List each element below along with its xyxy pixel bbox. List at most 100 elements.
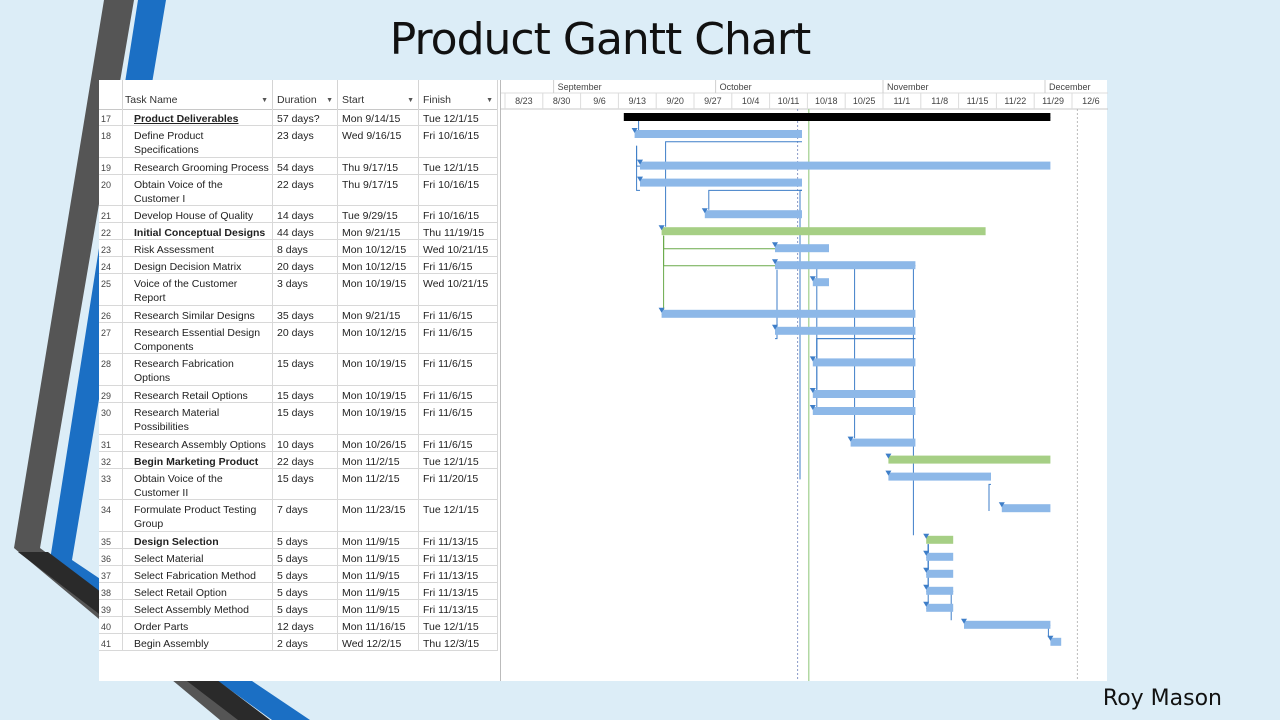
chevron-down-icon[interactable]: ▼ [486, 97, 493, 104]
task-bar-31[interactable] [850, 438, 916, 447]
task-id: 21 [99, 206, 123, 223]
task-name-text: Select Retail Option [134, 586, 227, 599]
dependency-link [775, 269, 778, 340]
task-bar-39[interactable] [926, 603, 954, 612]
task-bar-18[interactable] [634, 130, 802, 138]
task-bar-36[interactable] [926, 552, 954, 561]
task-name: Research Essential Design Components [123, 322, 273, 354]
task-name: Research Similar Designs [123, 305, 273, 322]
task-bar-30[interactable] [812, 407, 916, 415]
task-start: Mon 10/12/15 [338, 257, 419, 274]
task-bar-26[interactable] [661, 309, 916, 318]
task-bar-38[interactable] [926, 586, 954, 595]
task-id-text: 24 [101, 262, 112, 273]
task-name-text: Voice of the Customer Report [134, 278, 238, 305]
task-id: 20 [99, 174, 123, 206]
task-bar-34[interactable] [1001, 504, 1051, 513]
task-name-text: Research Retail Options [134, 390, 248, 402]
task-start-text: Wed 12/2/15 [342, 637, 402, 650]
task-bar-24[interactable] [775, 261, 916, 270]
task-duration-text: 7 days [277, 504, 308, 517]
table-header: Task Name▼ Duration▼ Start ▼ Finish▼ [99, 80, 498, 110]
task-bar-22[interactable] [661, 227, 986, 236]
task-start-text: Mon 11/9/15 [342, 603, 400, 616]
task-id: 17 [99, 109, 123, 125]
task-duration-text: 15 days [277, 407, 314, 419]
id-header [99, 80, 123, 109]
task-name: Research Retail Options [123, 386, 273, 402]
task-finish-text: Tue 12/1/15 [423, 161, 479, 174]
task-bar-37[interactable] [926, 569, 954, 578]
start-header[interactable]: Start ▼ [338, 80, 419, 109]
task-bar-25[interactable] [812, 278, 829, 287]
task-duration-text: 20 days [277, 261, 314, 274]
task-start: Mon 9/21/15 [338, 223, 419, 240]
task-bar-33[interactable] [888, 472, 991, 481]
task-bar-20[interactable] [640, 178, 802, 187]
week-label: 11/1 [893, 96, 910, 106]
task-id-text: 36 [101, 553, 112, 564]
task-bar-32[interactable] [888, 455, 1051, 464]
task-id: 33 [99, 468, 123, 500]
arrowhead-icon [701, 208, 708, 214]
task-finish-text: Fri 11/6/15 [423, 261, 473, 274]
task-start-text: Mon 10/12/15 [342, 326, 407, 339]
task-name: Order Parts [123, 616, 273, 633]
task-bar-19[interactable] [640, 161, 1051, 170]
task-bar-40[interactable] [964, 620, 1051, 629]
chevron-down-icon[interactable]: ▼ [261, 97, 268, 104]
task-duration: 14 days [273, 206, 338, 223]
chevron-down-icon[interactable]: ▼ [407, 97, 414, 104]
task-bar-28[interactable] [812, 358, 916, 367]
task-bar-23[interactable] [775, 244, 829, 253]
task-name-header[interactable]: Task Name▼ [123, 80, 273, 109]
task-bar-41[interactable] [1050, 637, 1062, 646]
task-finish: Fri 10/16/15 [419, 174, 498, 206]
task-bar-35[interactable] [926, 535, 954, 544]
task-duration-text: 22 days [277, 455, 314, 468]
task-name-text: Formulate Product Testing Group [134, 504, 257, 531]
chevron-down-icon[interactable]: ▼ [326, 97, 333, 104]
task-start-text: Mon 11/9/15 [342, 535, 400, 548]
task-name: Begin Assembly [123, 633, 273, 650]
task-duration-text: 14 days [277, 210, 314, 223]
arrowhead-icon [847, 436, 854, 442]
task-duration: 35 days [273, 305, 338, 322]
task-bar-29[interactable] [812, 390, 916, 398]
task-start: Mon 9/21/15 [338, 305, 419, 322]
task-name-text: Design Selection [134, 535, 219, 548]
task-bar-21[interactable] [704, 210, 802, 219]
task-duration: 5 days [273, 599, 338, 616]
task-finish: Fri 11/20/15 [419, 468, 498, 500]
start-header-label: Start [342, 94, 365, 106]
task-bar-17[interactable] [623, 113, 1051, 121]
task-bar-27[interactable] [775, 326, 916, 335]
duration-header[interactable]: Duration▼ [273, 80, 338, 109]
finish-header[interactable]: Finish▼ [419, 80, 498, 109]
